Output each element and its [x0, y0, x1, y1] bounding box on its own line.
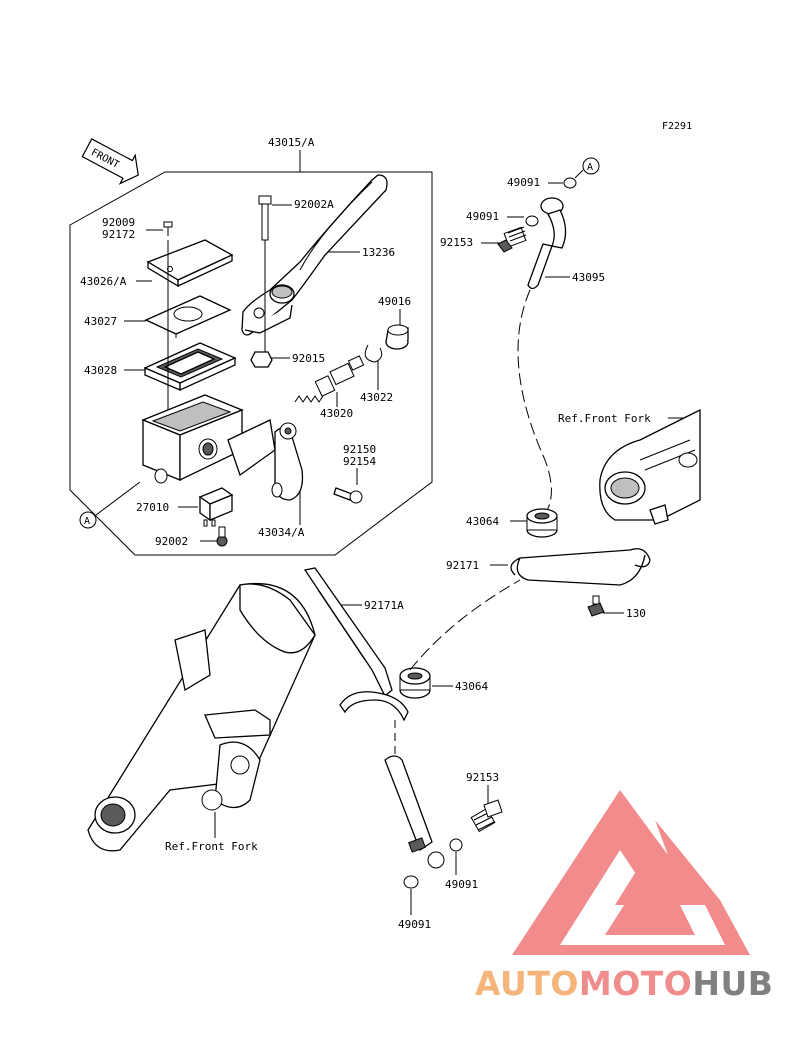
piston-assembly-43020	[294, 355, 365, 403]
boot-49016	[385, 324, 409, 350]
washer-49091-a	[563, 177, 577, 189]
hose-clamp-92171	[510, 548, 651, 586]
label-92153-a: 92153	[440, 236, 473, 249]
clamp-43034	[271, 422, 304, 501]
label-49091-b: 49091	[466, 210, 499, 223]
front-fork-left	[87, 583, 316, 852]
label-43064-a: 43064	[466, 515, 499, 528]
front-fork-right	[599, 408, 701, 525]
label-43028: 43028	[84, 364, 117, 377]
label-92002: 92002	[155, 535, 188, 548]
figure-code: F2291	[662, 121, 692, 132]
label-49091-d: 49091	[398, 918, 431, 931]
label-27010: 27010	[136, 501, 169, 514]
label-92015: 92015	[292, 352, 325, 365]
washer-49091-b	[525, 215, 539, 227]
pivot-bolt-92002A	[258, 195, 272, 355]
label-92153-b: 92153	[466, 771, 499, 784]
grommet-43064-a	[526, 508, 558, 538]
label-130: 130	[626, 607, 646, 620]
label-49016: 49016	[378, 295, 411, 308]
label-49091-c: 49091	[445, 878, 478, 891]
circlip-43022	[364, 344, 383, 363]
label-43034: 43034/A	[258, 526, 305, 539]
label-92009: 92009	[102, 216, 135, 229]
brake-switch-27010	[198, 487, 234, 527]
ref-front-fork-top: Ref.Front Fork	[558, 412, 651, 425]
screw-92002	[216, 526, 228, 547]
bolt-130	[587, 595, 605, 617]
label-43064-b: 43064	[455, 680, 488, 693]
label-92002A: 92002A	[294, 198, 334, 211]
watermark-text: AUTOMOTOHUB	[475, 964, 773, 1003]
brake-hose-43095	[517, 197, 567, 521]
assembly-frame	[69, 171, 433, 556]
screw-92009	[163, 221, 173, 236]
diaphragm	[143, 342, 237, 392]
brake-lever-13236	[241, 174, 388, 336]
master-cylinder-body	[141, 394, 276, 484]
label-92172: 92172	[102, 228, 135, 241]
svg-text:A: A	[84, 516, 90, 527]
label-43026: 43026/A	[80, 275, 127, 288]
label-43027: 43027	[84, 315, 117, 328]
ref-marker-a-left: A	[79, 481, 141, 529]
label-43022: 43022	[360, 391, 393, 404]
watermark-logo	[512, 790, 750, 955]
washer-49091-c	[449, 838, 463, 852]
label-92171A: 92171A	[364, 599, 404, 612]
brake-hose-lower	[384, 720, 445, 869]
svg-text:A: A	[587, 162, 593, 173]
label-13236: 13236	[362, 246, 395, 259]
washer-49091-d	[403, 875, 419, 889]
ref-marker-a-right: A	[574, 157, 600, 179]
nut-92015	[250, 351, 273, 368]
label-92154: 92154	[343, 455, 376, 468]
grommet-43064-b	[399, 667, 431, 699]
label-92150: 92150	[343, 443, 376, 456]
bolt-92150	[333, 487, 363, 504]
banjo-bolt-92153-a	[497, 226, 527, 253]
banjo-bolt-92153-b	[470, 799, 503, 833]
label-43020: 43020	[320, 407, 353, 420]
front-direction-arrow: FRONT	[81, 138, 139, 185]
label-43095: 43095	[572, 271, 605, 284]
label-43015: 43015/A	[268, 136, 315, 149]
ref-front-fork-bottom: Ref.Front Fork	[165, 840, 258, 853]
bracket-92171A	[303, 567, 409, 722]
label-49091-a: 49091	[507, 176, 540, 189]
label-92171: 92171	[446, 559, 479, 572]
